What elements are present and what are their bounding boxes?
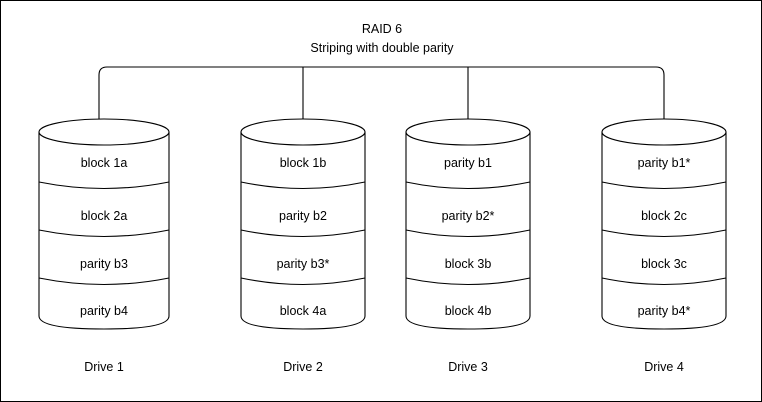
drive-2-band-2-label: parity b2: [279, 209, 327, 223]
drive-1-band-3-label: parity b3: [80, 257, 128, 271]
drive-1-divider-1: [38, 181, 170, 190]
drive-3-label: Drive 3: [448, 360, 488, 374]
drive-3-cylinder-body: [405, 131, 531, 330]
bus-bracket: [98, 66, 665, 121]
diagram-title-line1: RAID 6: [362, 22, 402, 36]
drive-4-divider-2: [601, 229, 727, 238]
drive-4-band-4-label: parity b4*: [638, 304, 691, 318]
drive-2-divider-3: [240, 277, 366, 286]
drive-2-group[interactable]: block 1b parity b2 parity b3* block 4a D…: [240, 118, 366, 374]
drive-1-cylinder-body: [38, 131, 170, 330]
drive-1-band-2-label: block 2a: [81, 209, 128, 223]
drive-1-cylinder-top: [38, 118, 170, 146]
diagram-title-line2: Striping with double parity: [310, 41, 454, 55]
drive-4-band-3-label: block 3c: [641, 257, 687, 271]
drive-3-group[interactable]: parity b1 parity b2* block 3b block 4b D…: [405, 118, 531, 374]
drive-4-label: Drive 4: [644, 360, 684, 374]
drive-1-band-4-label: parity b4: [80, 304, 128, 318]
drive-3-divider-1: [405, 181, 531, 190]
drive-3-band-4-label: block 4b: [445, 304, 492, 318]
drive-2-divider-1: [240, 181, 366, 190]
drive-3-divider-2: [405, 229, 531, 238]
drive-3-divider-3: [405, 277, 531, 286]
drive-3-band-3-label: block 3b: [445, 257, 492, 271]
drive-4-cylinder-top: [601, 118, 727, 146]
drive-1-group[interactable]: block 1a block 2a parity b3 parity b4 Dr…: [38, 118, 170, 374]
drive-2-divider-2: [240, 229, 366, 238]
drive-2-cylinder-body: [240, 131, 366, 330]
drive-4-band-2-label: block 2c: [641, 209, 687, 223]
drive-4-divider-1: [601, 181, 727, 190]
drive-2-cylinder-top: [240, 118, 366, 146]
drive-1-label: Drive 1: [84, 360, 124, 374]
drive-4-cylinder-body: [601, 131, 727, 330]
drive-1-divider-2: [38, 229, 170, 238]
drive-4-band-1-label: parity b1*: [638, 156, 691, 170]
drive-2-label: Drive 2: [283, 360, 323, 374]
drive-4-divider-3: [601, 277, 727, 286]
drive-3-cylinder-top: [405, 118, 531, 146]
drive-3-band-1-label: parity b1: [444, 156, 492, 170]
drive-1-band-1-label: block 1a: [81, 156, 128, 170]
drive-2-band-3-label: parity b3*: [277, 257, 330, 271]
drive-1-divider-3: [38, 277, 170, 286]
drive-3-band-2-label: parity b2*: [442, 209, 495, 223]
drive-2-band-4-label: block 4a: [280, 304, 327, 318]
drive-2-band-1-label: block 1b: [280, 156, 327, 170]
drive-4-group[interactable]: parity b1* block 2c block 3c parity b4* …: [601, 118, 727, 374]
